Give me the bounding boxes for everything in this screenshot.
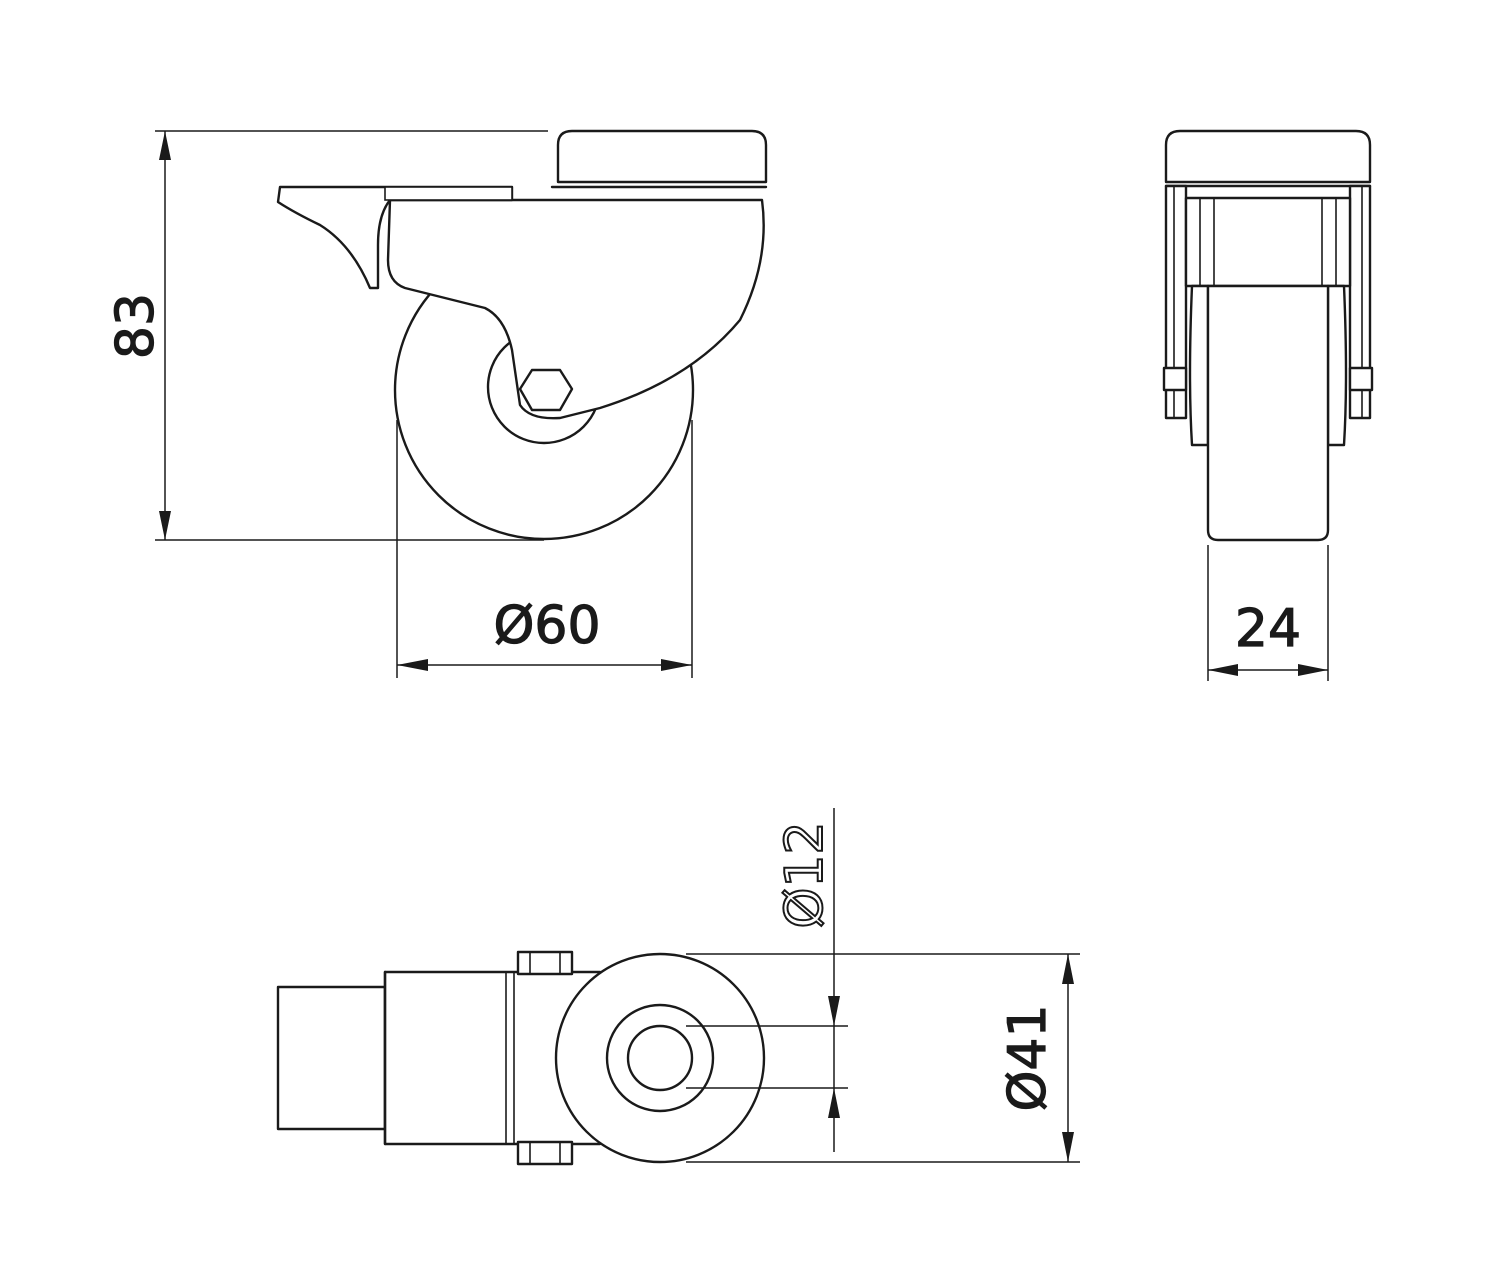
dim-swivel-diameter: Ø41: [686, 953, 1080, 1163]
dim-wheel-diameter: Ø60: [396, 420, 693, 678]
dim-wheel-width: 24: [1207, 545, 1329, 681]
front-view: [1162, 129, 1374, 542]
side-view: [276, 129, 768, 541]
side-fork: [386, 198, 765, 420]
side-mount-cap: [556, 129, 768, 184]
side-brake-lever: [276, 185, 514, 290]
dim-height: 83: [105, 130, 548, 541]
dim-height-label: 83: [106, 293, 166, 359]
top-brake-lever: [276, 985, 387, 1131]
side-brake-pad: [384, 186, 513, 201]
front-mount-cap: [1164, 129, 1372, 184]
dim-wheel-width-label: 24: [1235, 599, 1301, 659]
dim-wheel-diameter-label: Ø60: [493, 596, 600, 656]
top-view: [276, 950, 766, 1166]
dim-bolt-hole: Ø12: [686, 808, 848, 1152]
front-wheel: [1206, 284, 1330, 542]
dim-swivel-diameter-label: Ø41: [998, 1004, 1058, 1111]
dim-bolt-hole-label: Ø12: [775, 821, 835, 928]
bolt-hole: [626, 1024, 694, 1092]
hex-nut-icon: [518, 368, 574, 412]
